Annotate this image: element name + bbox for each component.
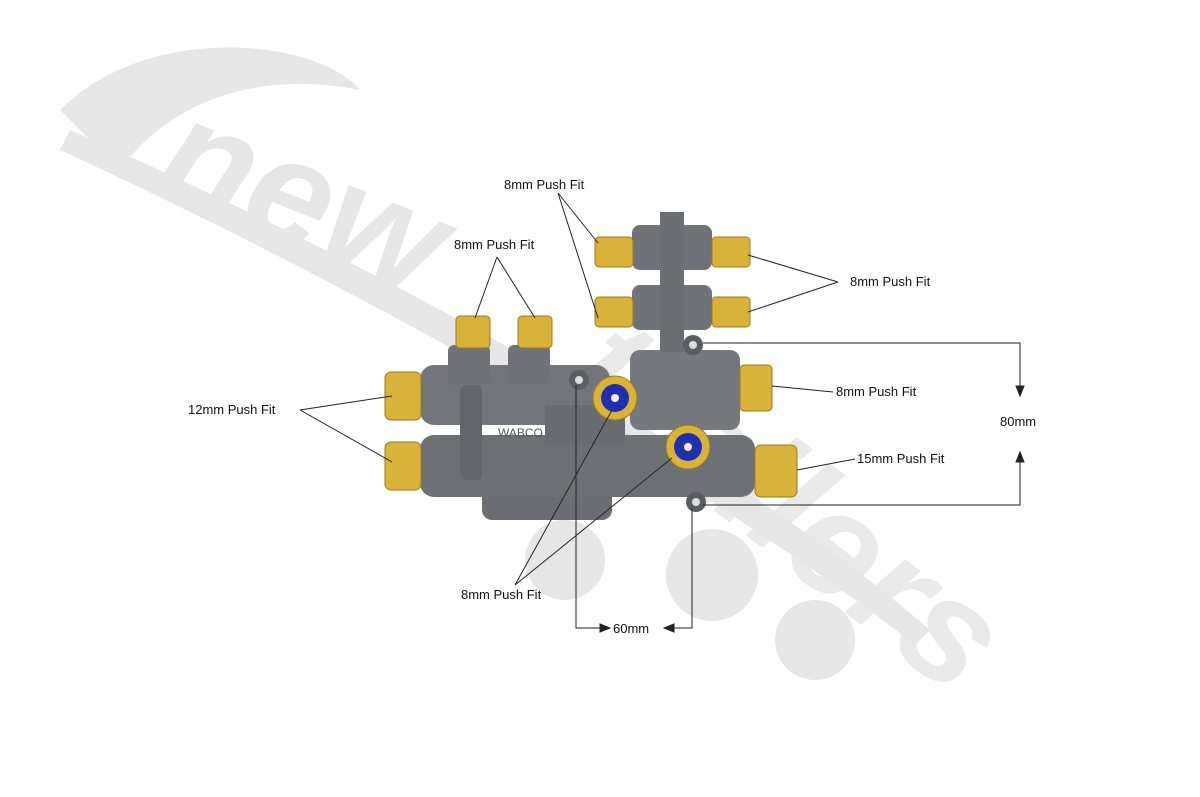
label-8mm-bottom: 8mm Push Fit xyxy=(461,587,542,602)
valve-body: WABCO xyxy=(420,212,755,520)
brass-fittings xyxy=(384,236,798,498)
label-12mm-left: 12mm Push Fit xyxy=(188,402,276,417)
leader-lines xyxy=(299,192,856,586)
blue-push-fit-inserts xyxy=(592,375,711,470)
svg-text:new: new xyxy=(138,64,479,332)
dimension-height-label: 80mm xyxy=(1000,414,1037,429)
dimension-60mm-lines xyxy=(575,385,693,633)
label-15mm-right: 15mm Push Fit xyxy=(857,451,945,466)
label-8mm-top-left: 8mm Push Fit xyxy=(454,237,535,252)
dimension-80mm-lines xyxy=(703,342,1025,506)
label-8mm-mid-right: 8mm Push Fit xyxy=(836,384,917,399)
svg-text:WABCO: WABCO xyxy=(498,426,543,440)
label-8mm-top-center: 8mm Push Fit xyxy=(504,177,585,192)
dimension-width-label: 60mm xyxy=(613,621,650,636)
label-8mm-top-right: 8mm Push Fit xyxy=(850,274,931,289)
